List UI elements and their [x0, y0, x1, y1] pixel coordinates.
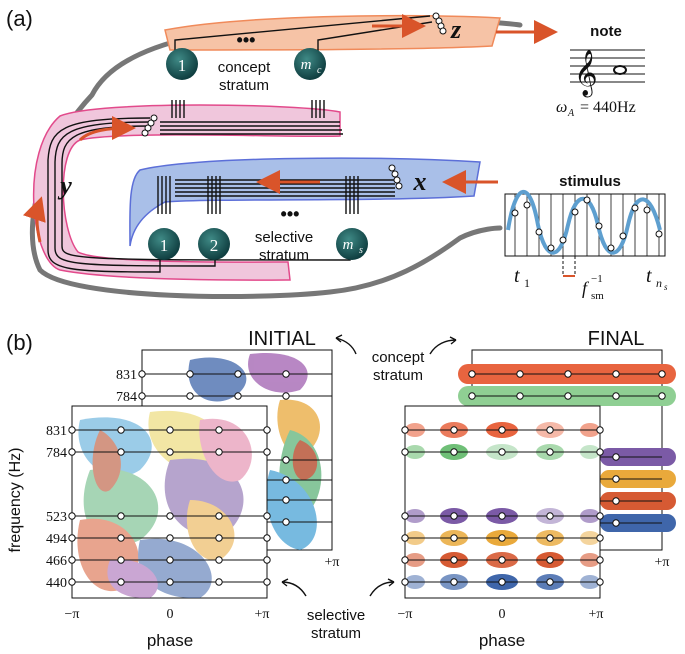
note-title: note	[590, 23, 622, 40]
front-freq-831: 831	[46, 424, 67, 439]
note-freq-sub: A	[567, 108, 575, 119]
staff	[570, 49, 645, 83]
tn-sub: n	[656, 276, 662, 290]
xtick-right-zero: 0	[499, 607, 506, 622]
concept-stratum-line1: concept	[218, 59, 271, 76]
t1-sub: 1	[524, 276, 530, 290]
final-title: FINAL	[588, 328, 645, 350]
front-freq-440: 440	[46, 576, 67, 591]
flow-arrows	[22, 14, 558, 243]
back-freq-831: 831	[116, 368, 137, 383]
neuron-label: 1	[160, 236, 169, 255]
xtick-left-pos: +π	[255, 607, 270, 622]
xtick-right-neg: −π	[398, 607, 413, 622]
neuron-icon	[294, 48, 326, 80]
concept-stratum-line2: stratum	[219, 77, 269, 94]
concept-band	[164, 15, 501, 51]
panel-b-label: (b)	[6, 330, 33, 355]
panel-a: (a)	[6, 6, 668, 302]
xtick-left-zero: 0	[167, 607, 174, 622]
neuron-label: m	[343, 237, 354, 253]
front-freq-784: 784	[46, 446, 67, 461]
neuron-concept-1: 1	[166, 48, 198, 80]
curved-arrows	[281, 334, 457, 597]
note-freq-symbol: ω	[556, 99, 567, 116]
note-panel: note 𝄞 ω A = 440Hz	[556, 23, 645, 119]
initial-selective-plane: 831 784 523 494 466 440 −π 0 +π	[46, 405, 271, 622]
xlabel-left: phase	[147, 631, 193, 650]
concept-stratum-b-line1: concept	[372, 349, 425, 366]
treble-clef-icon: 𝄞	[574, 50, 598, 98]
neuron-label-sub: c	[317, 65, 322, 76]
xlabel-right: phase	[479, 631, 525, 650]
selective-stratum-b-line2: stratum	[311, 625, 361, 642]
xtick-right-pos: +π	[589, 607, 604, 622]
note-freq-value: = 440Hz	[580, 99, 636, 116]
fsm-sup: −1	[591, 273, 603, 285]
stimulus-panel: stimulus t 1 t n s f	[504, 173, 668, 302]
xtick-left-neg: −π	[65, 607, 80, 622]
neuron-label-sub: s	[359, 245, 363, 256]
neuron-selective-1: 1	[148, 228, 180, 260]
panel-b: (b) INITIAL FINAL concept stratum select…	[6, 328, 676, 650]
neuron-icon	[166, 48, 198, 80]
neuron-icon	[148, 228, 180, 260]
selective-stratum-b-line1: selective	[307, 607, 365, 624]
var-y: y	[57, 171, 72, 200]
t1-label: t	[514, 265, 520, 287]
neuron-label: 2	[210, 236, 219, 255]
initial-concept-points	[138, 370, 290, 526]
stimulus-points	[511, 196, 663, 252]
final-back-xtick: +π	[655, 555, 670, 570]
fsm-sub: sm	[591, 290, 604, 302]
initial-concept-plane: 831 784 +π	[116, 349, 340, 570]
var-z: z	[450, 15, 462, 44]
neuron-icon	[198, 228, 230, 260]
panel-a-label: (a)	[6, 6, 33, 31]
tn-label: t	[646, 265, 652, 287]
back-xtick: +π	[325, 555, 340, 570]
wiring	[47, 15, 433, 273]
initial-title: INITIAL	[248, 328, 316, 350]
neuron-selective-2: 2	[198, 228, 230, 260]
var-x: x	[413, 167, 427, 196]
neuron-icon	[336, 228, 368, 260]
final-selective-points	[401, 426, 604, 586]
stimulus-wave	[506, 189, 662, 255]
back-freq-784: 784	[116, 390, 137, 405]
ylabel: frequency (Hz)	[7, 448, 24, 553]
front-freq-466: 466	[46, 554, 67, 569]
neuron-concept-mc: m c	[294, 48, 326, 80]
tn-subsub: s	[664, 282, 668, 292]
neuron-label: m	[301, 57, 312, 73]
whole-note	[613, 65, 627, 75]
synapse-beads	[141, 12, 447, 190]
final-selective-plane: −π 0 +π	[398, 405, 604, 622]
initial-selective-points	[68, 426, 271, 586]
concept-stratum-b-line2: stratum	[373, 367, 423, 384]
fsm-label: f	[582, 278, 590, 298]
selective-stratum-line1: selective	[255, 229, 313, 246]
selective-ellipsis: •••	[281, 204, 300, 224]
concept-ellipsis: •••	[237, 30, 256, 50]
neuron-label: 1	[178, 56, 187, 75]
stimulus-title: stimulus	[559, 173, 621, 190]
front-freq-523: 523	[46, 510, 67, 525]
neuron-selective-ms: m s	[336, 228, 368, 260]
final-concept-points	[468, 370, 666, 527]
selective-stratum-line2: stratum	[259, 247, 309, 264]
front-freq-494: 494	[46, 532, 67, 547]
